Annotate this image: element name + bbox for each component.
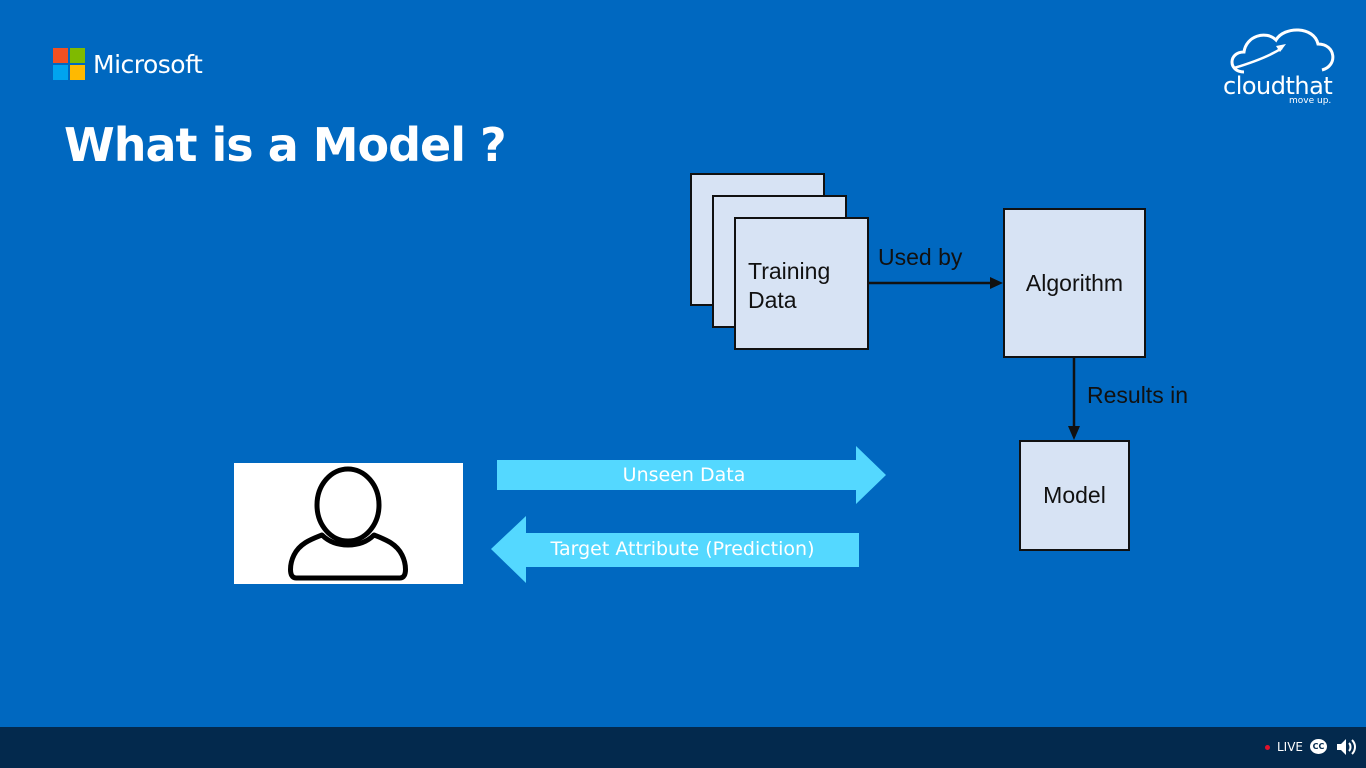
microsoft-logo-text: Microsoft [93, 49, 203, 79]
prediction-arrow [491, 516, 859, 583]
microsoft-logo: Microsoft [53, 48, 203, 80]
user-icon [288, 466, 408, 581]
unseen-data-label: Unseen Data [622, 464, 746, 486]
algorithm-label: Algorithm [1025, 269, 1124, 296]
microsoft-logo-icon [53, 48, 85, 80]
live-label[interactable]: LIVE [1277, 740, 1304, 754]
prediction-label: Target Attribute (Prediction) [550, 538, 815, 560]
results-in-label: Results in [1087, 382, 1188, 408]
slide-title: What is a Model ? [64, 118, 507, 172]
model-box: Model [1019, 440, 1130, 551]
slide: Microsoft What is a Model ? cloudthat mo… [53, 28, 1335, 584]
volume-icon[interactable] [1335, 737, 1357, 757]
user-card [234, 463, 463, 584]
diagram-connectors [491, 277, 1080, 583]
training-data-box: Training Data [734, 217, 869, 350]
unseen-data-arrow [497, 446, 886, 504]
results-in-arrowhead [1068, 426, 1080, 440]
cloudthat-brand-name: cloudthat [1223, 72, 1333, 100]
live-indicator-icon [1265, 745, 1270, 750]
algorithm-box: Algorithm [1003, 208, 1146, 358]
used-by-arrowhead [990, 277, 1003, 289]
training-data-label: Training Data [748, 258, 831, 313]
cloudthat-tagline: move up. [1289, 96, 1332, 106]
player-control-bar [0, 727, 1366, 768]
model-label: Model [1043, 482, 1106, 508]
closed-captions-icon[interactable]: CC [1310, 739, 1327, 754]
cloudthat-cloud-icon [1230, 28, 1335, 74]
used-by-label: Used by [878, 244, 963, 270]
